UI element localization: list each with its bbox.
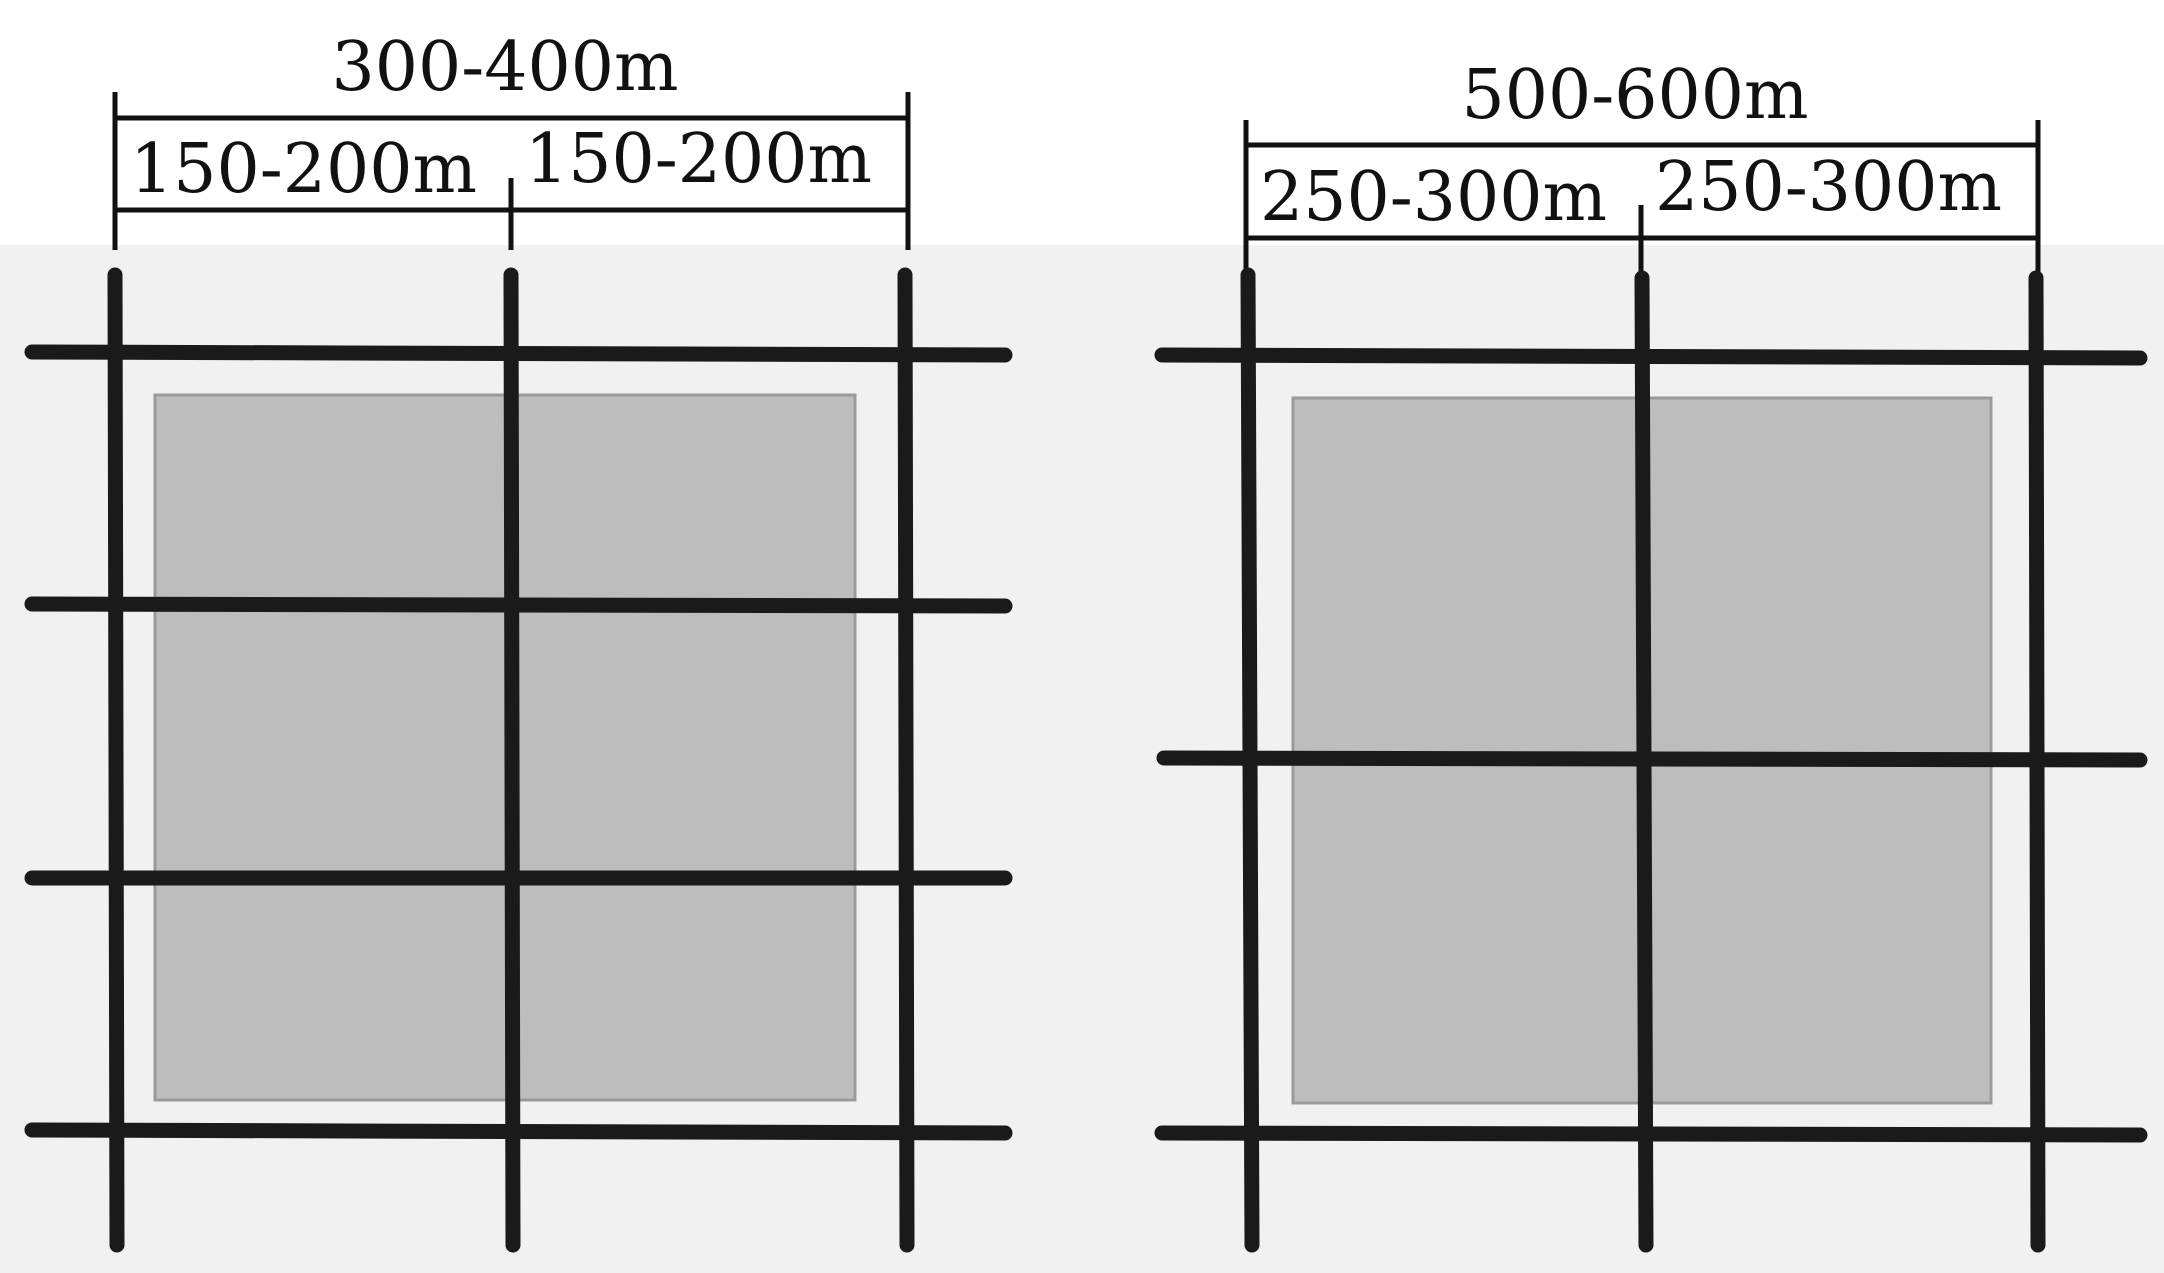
right-sub-dimension-label-1: 250-300m <box>1260 158 1607 237</box>
left-overall-dimension-label: 300-400m <box>331 28 678 107</box>
right-overall-dimension-label: 500-600m <box>1461 56 1808 135</box>
right-sub-dimension-label-2: 250-300m <box>1655 148 2002 227</box>
right-road-h1 <box>1154 347 2148 366</box>
left-road-v1 <box>107 267 125 1253</box>
right-diagram: 500-600m 250-300m 250-300m <box>1154 56 2148 1253</box>
left-road-v3 <box>897 267 915 1253</box>
right-road-grid <box>1154 267 2148 1253</box>
left-diagram: 300-400m 150-200m 150-200m <box>24 28 1013 1253</box>
left-sub-dimension-label-1: 150-200m <box>130 130 477 209</box>
right-road-h3 <box>1154 1125 2148 1143</box>
left-road-v2 <box>503 267 521 1253</box>
right-dimension-lines <box>1243 120 2041 275</box>
left-dimension-lines <box>112 92 911 250</box>
left-road-h4 <box>24 1122 1013 1141</box>
left-road-h1 <box>24 344 1013 363</box>
left-road-h2 <box>24 596 1013 614</box>
left-sub-dimension-label-2: 150-200m <box>525 120 872 199</box>
right-road-h2 <box>1156 750 2148 768</box>
left-road-grid <box>24 267 1013 1253</box>
